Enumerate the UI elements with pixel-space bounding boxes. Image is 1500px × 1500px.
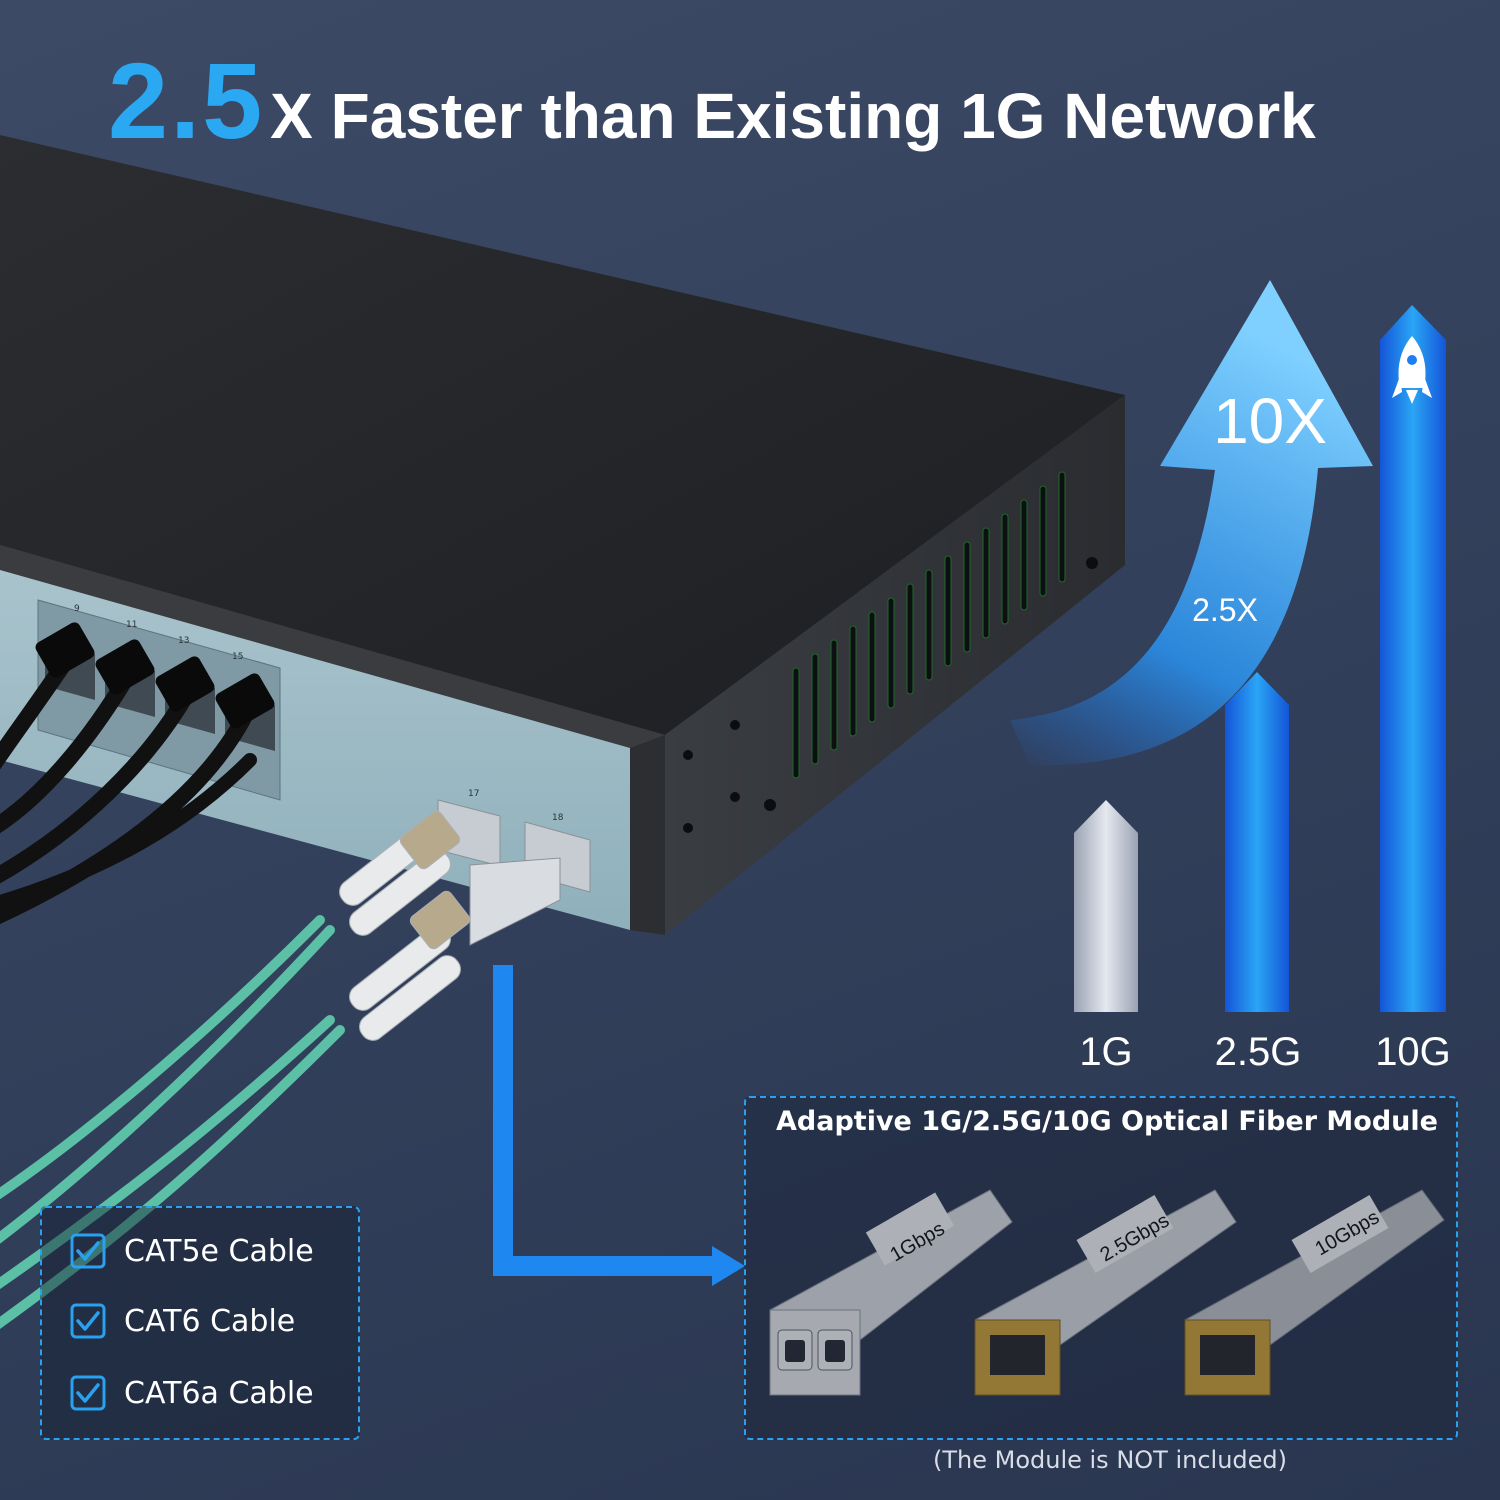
sfp-module-2-5gbps xyxy=(974,1189,1237,1396)
svg-text:17: 17 xyxy=(468,789,479,799)
lc-connectors xyxy=(339,810,471,1041)
bar-1g xyxy=(1074,800,1138,1012)
port-number-labels: 9 11 13 15 17 18 xyxy=(74,604,564,823)
switch-top-panel xyxy=(0,135,1125,735)
checkbox-checked-icon xyxy=(70,1233,106,1269)
checkbox-checked-icon xyxy=(70,1303,106,1339)
fiber-module-title: Adaptive 1G/2.5G/10G Optical Fiber Modul… xyxy=(776,1106,1438,1137)
vent-slots xyxy=(792,471,1066,779)
cable-item-cat6: CAT6 Cable xyxy=(70,1298,295,1344)
module-not-included-note: (The Module is NOT included) xyxy=(932,1446,1287,1474)
bar-label-1g: 1G xyxy=(1079,1030,1133,1074)
cable-compatibility-panel xyxy=(40,1206,360,1440)
svg-text:15: 15 xyxy=(232,652,243,662)
sfp-module-10gbps xyxy=(1184,1189,1445,1396)
cable-label-cat6: CAT6 Cable xyxy=(124,1303,296,1339)
bar-label-2-5g: 2.5G xyxy=(1214,1030,1302,1074)
switch-side-panel xyxy=(665,395,1125,935)
cable-item-cat5e: CAT5e Cable xyxy=(70,1228,314,1274)
headline-text: X Faster than Existing 1G Network xyxy=(270,80,1316,152)
arrow-label-2-5x: 2.5X xyxy=(1192,592,1258,628)
fiber-module-panel xyxy=(744,1096,1458,1440)
checkbox-checked-icon xyxy=(70,1375,106,1411)
screw-holes xyxy=(683,557,1098,833)
bar-2-5g xyxy=(1225,672,1289,1012)
svg-text:18: 18 xyxy=(552,813,564,823)
bar-10g xyxy=(1380,305,1446,1012)
svg-text:11: 11 xyxy=(126,620,137,630)
bar-label-10g: 10G xyxy=(1375,1030,1451,1074)
cable-label-cat5e: CAT5e Cable xyxy=(124,1233,314,1269)
cable-label-cat6a: CAT6a Cable xyxy=(124,1375,314,1411)
headline-multiplier: 2.5 xyxy=(108,40,265,161)
sfp-module-1gbps xyxy=(769,1189,1013,1396)
headline: 2.5 X Faster than Existing 1G Network xyxy=(108,38,1316,168)
arrow-label-10x: 10X xyxy=(1213,385,1327,457)
cable-item-cat6a: CAT6a Cable xyxy=(70,1370,314,1416)
growth-curve-arrow xyxy=(1010,280,1373,766)
rocket-icon xyxy=(1392,336,1432,404)
svg-text:13: 13 xyxy=(178,636,189,646)
pointer-arrow xyxy=(493,965,745,1286)
svg-text:9: 9 xyxy=(74,604,80,614)
